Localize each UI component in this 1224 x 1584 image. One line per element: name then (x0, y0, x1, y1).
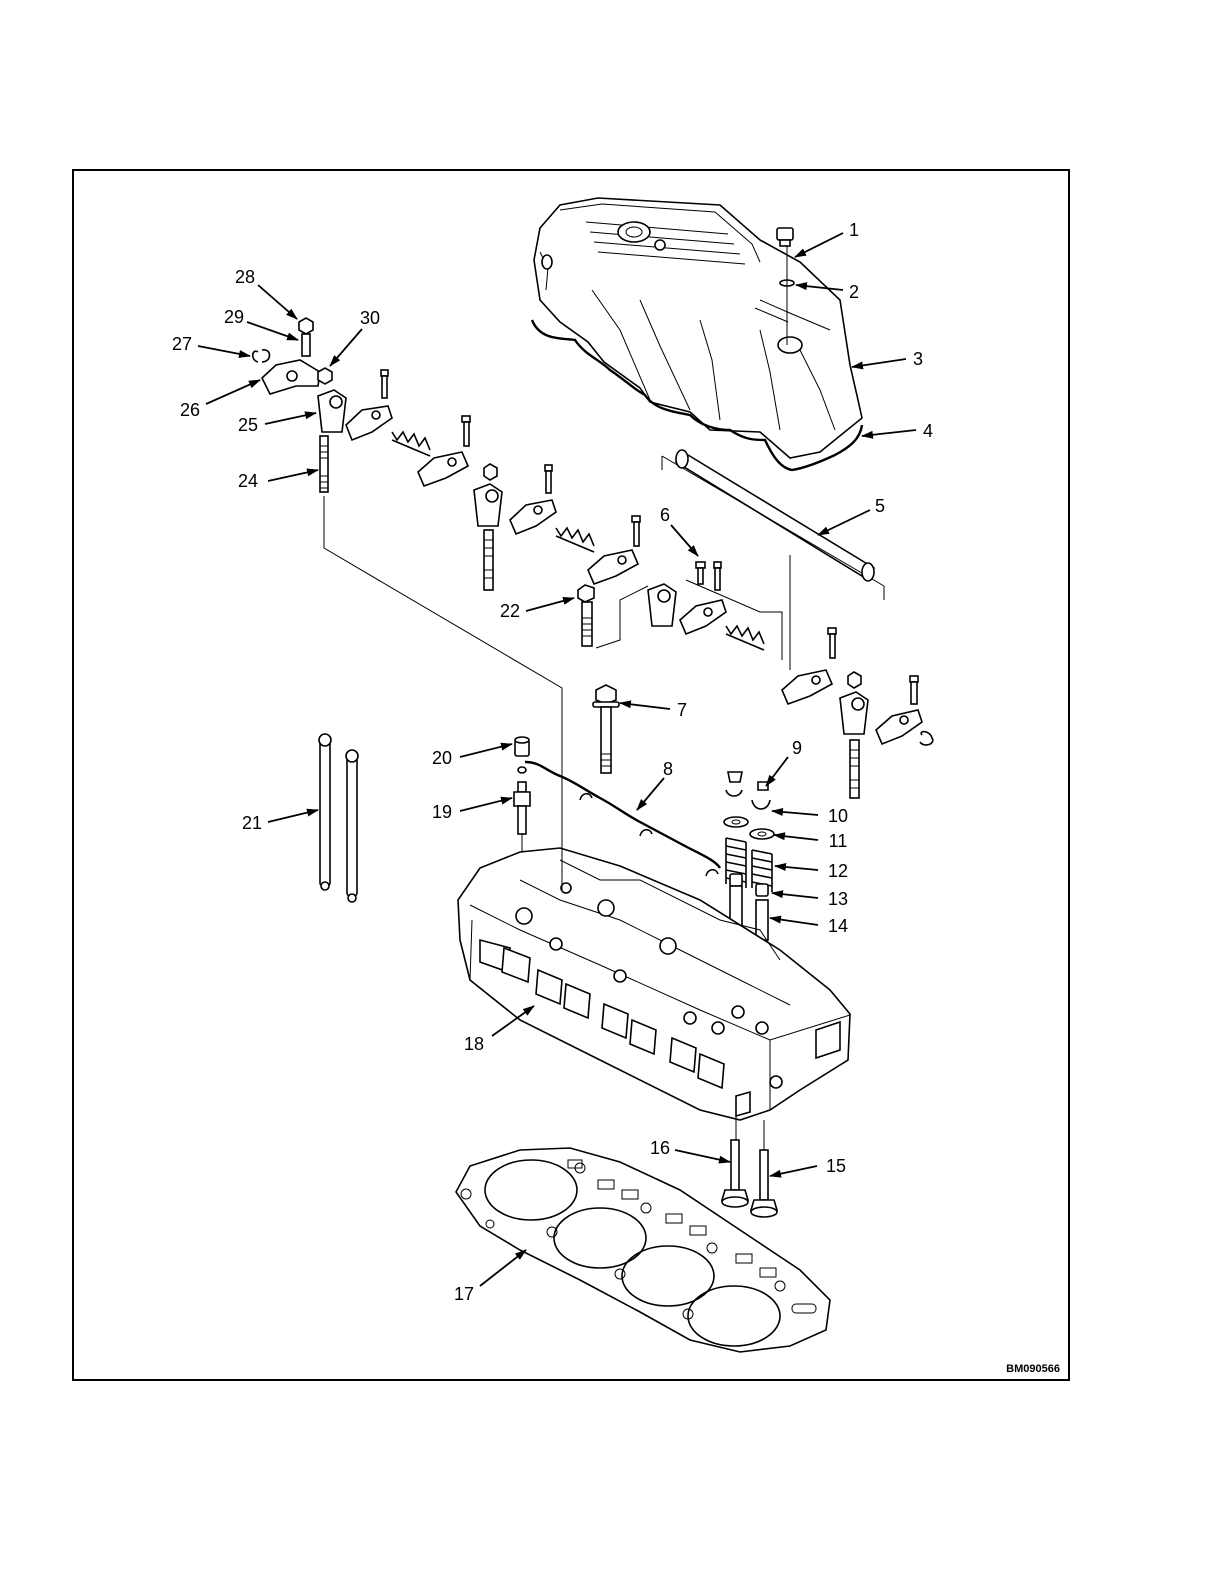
push-rods (319, 734, 358, 902)
callout-27: 27 (172, 334, 192, 354)
exhaust-valve (751, 1150, 777, 1217)
oil-filler-cap (777, 228, 793, 246)
callout-29: 29 (224, 307, 244, 327)
callout-16: 16 (650, 1138, 670, 1158)
callout-28: 28 (235, 267, 255, 287)
callout-20: 20 (432, 748, 452, 768)
callout-18: 18 (464, 1034, 484, 1054)
callout-11: 11 (829, 831, 848, 851)
rocker-support-bolt (578, 585, 594, 646)
callout-14: 14 (828, 916, 848, 936)
callout-17: 17 (454, 1284, 474, 1304)
callout-22: 22 (500, 601, 520, 621)
callout-12: 12 (828, 861, 848, 881)
callout-15: 15 (826, 1156, 846, 1176)
callout-3: 3 (913, 349, 923, 369)
figure-code: BM090566 (1006, 1363, 1060, 1375)
rocker-shaft (662, 450, 884, 600)
callout-4: 4 (923, 421, 933, 441)
callout-6: 6 (660, 505, 670, 525)
callout-13: 13 (828, 889, 848, 909)
callout-5: 5 (875, 496, 885, 516)
callout-7: 7 (677, 700, 687, 720)
callout-21: 21 (242, 813, 262, 833)
rocker-arm-assembly-1 (253, 318, 346, 492)
rocker-arm-assembly-5 (782, 628, 933, 798)
cylinder-head (458, 848, 850, 1120)
callout-26: 26 (180, 400, 200, 420)
rocker-arm-assembly-2 (346, 370, 470, 486)
valve-cover (534, 198, 862, 458)
callout-2: 2 (849, 282, 859, 302)
callout-25: 25 (238, 415, 258, 435)
callout-24: 24 (238, 471, 258, 491)
cylinder-head-bolt (593, 685, 619, 773)
callout-8: 8 (663, 759, 673, 779)
callout-1: 1 (849, 220, 859, 240)
rocker-arm-assembly-3 (474, 464, 640, 590)
intake-valve (722, 1140, 748, 1207)
glow-plug-connector (515, 737, 529, 756)
glow-plug-ring (518, 767, 526, 773)
callout-30: 30 (360, 308, 380, 328)
callout-19: 19 (432, 802, 452, 822)
callout-9: 9 (792, 738, 802, 758)
cylinder-head-gasket (456, 1148, 830, 1352)
callout-10: 10 (828, 806, 848, 826)
